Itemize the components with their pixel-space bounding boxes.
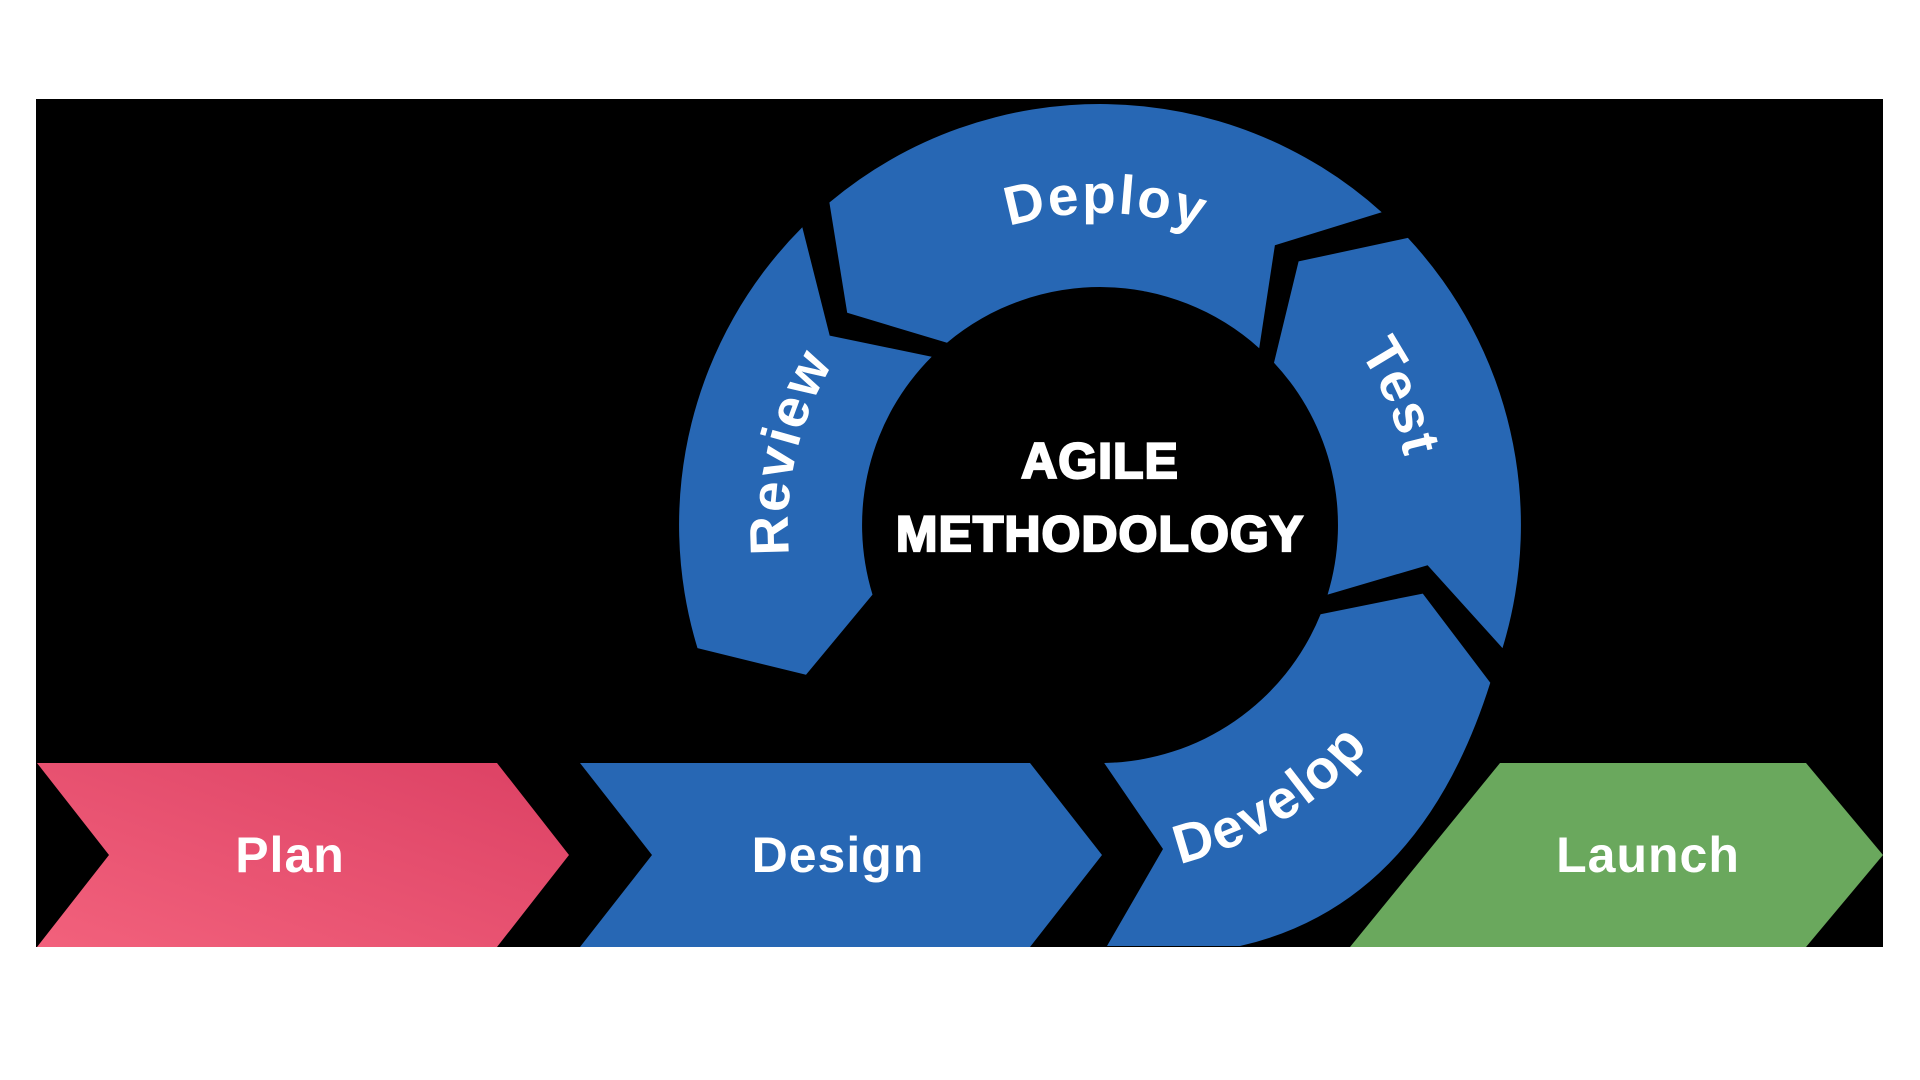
segment-test bbox=[1274, 237, 1521, 649]
flow-arrow-launch-label: Launch bbox=[1556, 827, 1740, 883]
flow-arrow-launch bbox=[1350, 763, 1883, 947]
center-title-line2: METHODOLOGY bbox=[896, 506, 1304, 562]
flow-arrows: Plan Design Launch bbox=[37, 763, 1883, 947]
flow-arrow-design-label: Design bbox=[752, 827, 925, 883]
center-title: AGILE METHODOLOGY bbox=[895, 432, 1304, 563]
cycle-ring: Deploy Test Develop Review bbox=[679, 104, 1521, 946]
flow-arrow-plan-label: Plan bbox=[235, 827, 345, 883]
center-title-line1: AGILE bbox=[1021, 433, 1179, 489]
segment-deploy bbox=[829, 104, 1382, 349]
segment-review bbox=[679, 227, 932, 675]
segment-develop bbox=[1104, 593, 1491, 946]
flow-arrow-design bbox=[580, 763, 1102, 947]
flow-arrow-plan bbox=[37, 763, 569, 947]
